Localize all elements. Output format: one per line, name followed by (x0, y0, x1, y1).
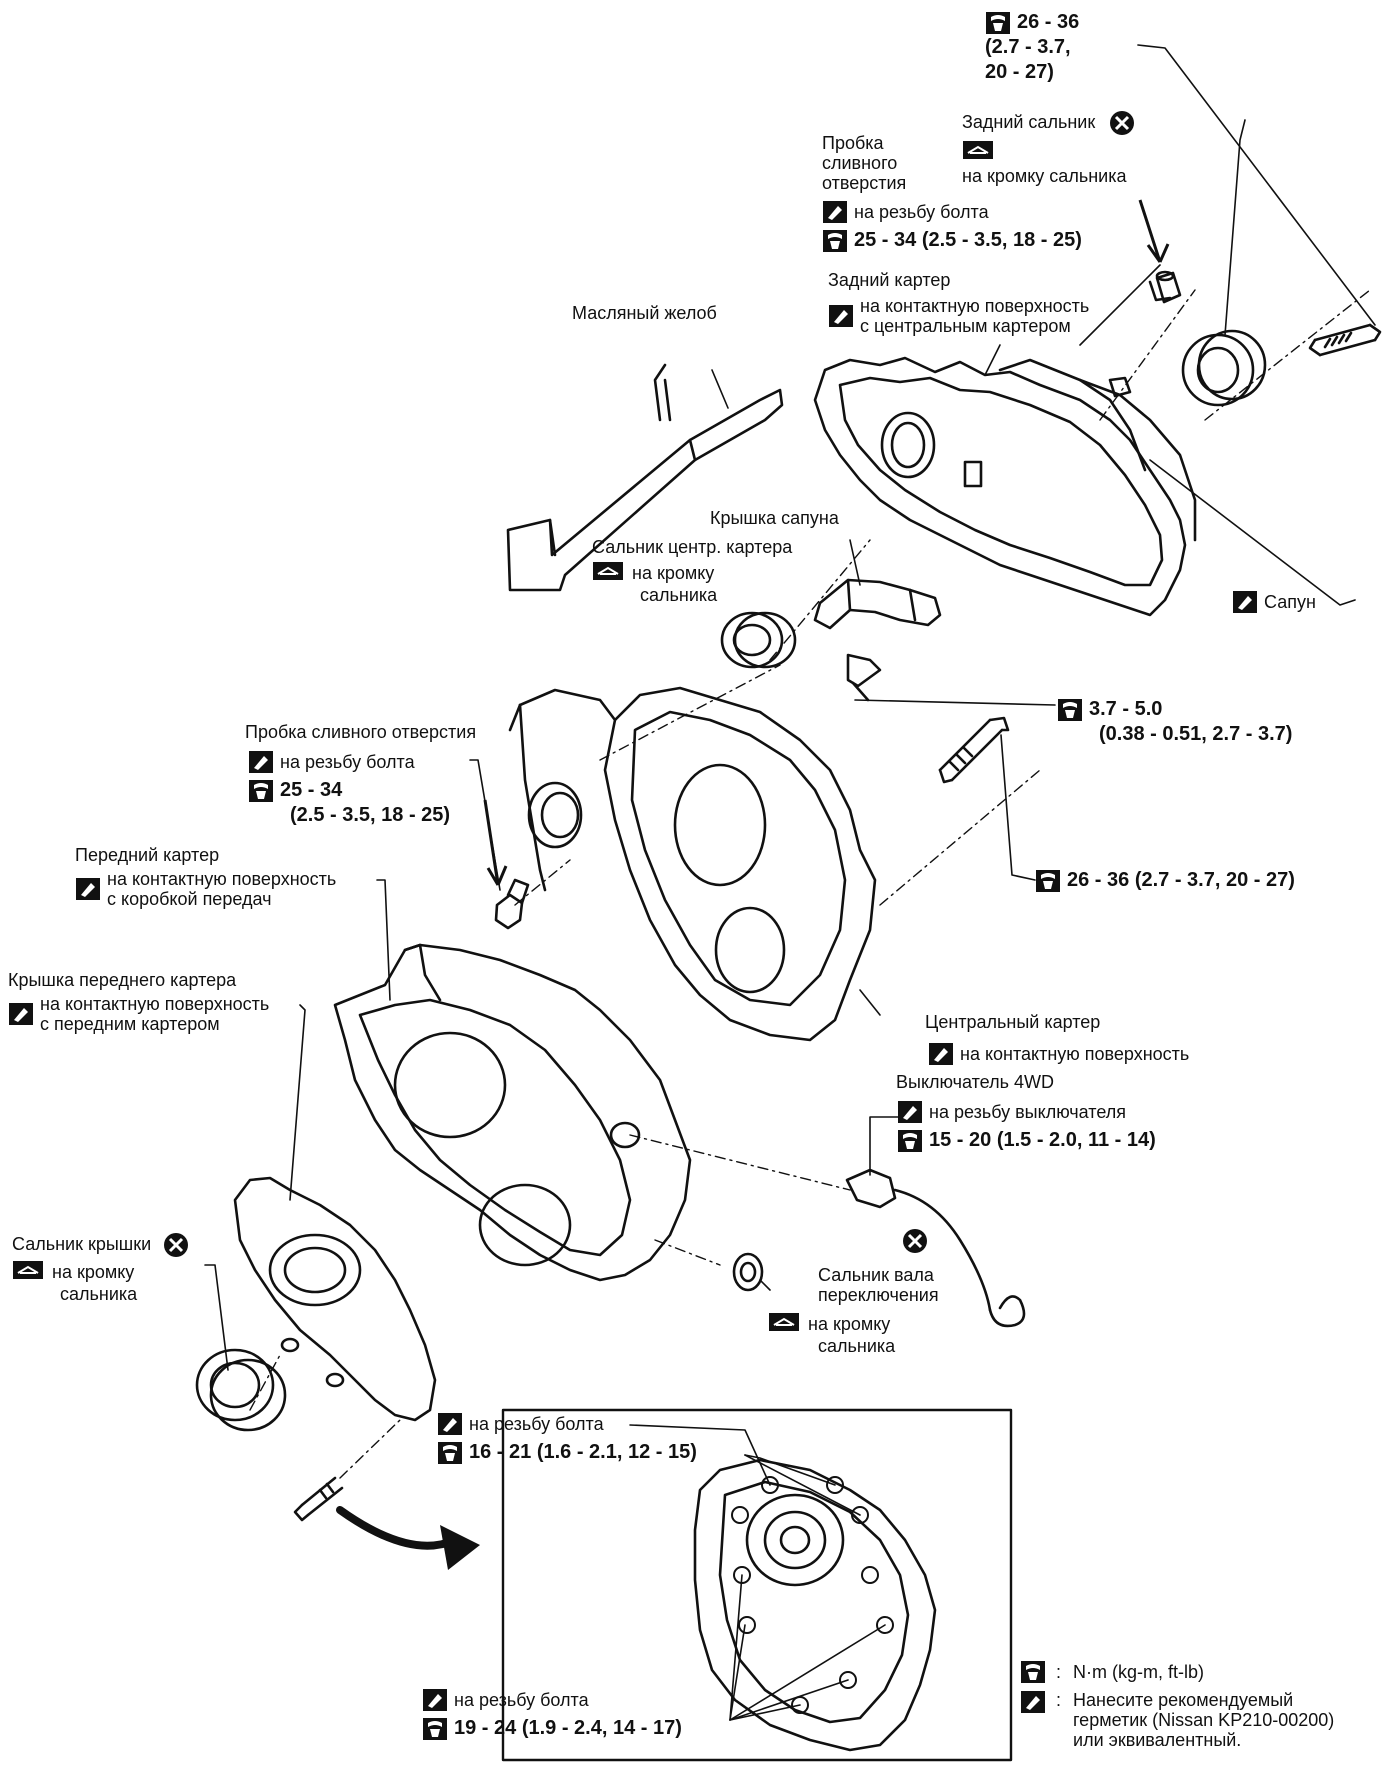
rear-seal-drawing (1181, 329, 1267, 407)
seal-lip-grease-icon (12, 1260, 46, 1284)
rear-long-bolt-drawing (1308, 323, 1382, 357)
center-seal-drawing (720, 611, 797, 669)
front-drain-plug-label: Пробка сливного отверстия (245, 722, 477, 742)
torque-wrench-icon (248, 779, 274, 803)
seal-lip-grease-icon (592, 561, 626, 585)
inset-bottom-torque: 19 - 24 (1.9 - 2.4, 14 - 17) (422, 1716, 682, 1741)
center-case-label: Центральный картер (925, 1012, 1101, 1032)
shift-seal-discard-mark (902, 1228, 934, 1253)
legend: : N·m (kg-m, ft-lb) : Нанесите рекоменду… (1020, 1660, 1334, 1750)
torque-value: 20 - 27) (985, 61, 1054, 83)
breather-plug-drawing (1148, 270, 1182, 304)
front-case-drawing (333, 943, 692, 1282)
inset-bottom-note: на резьбу болта (422, 1688, 589, 1712)
sealant-tube-icon (1020, 1690, 1046, 1714)
inset-arrow (336, 1506, 459, 1550)
rear-drain-plug-torque: 25 - 34 (2.5 - 3.5, 18 - 25) (822, 228, 1082, 253)
legend-sealant: : Нанесите рекомендуемый герметик (Nissa… (1020, 1690, 1334, 1750)
front-drain-plug-drawing (494, 878, 530, 930)
front-drain-plug-torque: 25 - 34 (2.5 - 3.5, 18 - 25) (248, 778, 450, 828)
torque-wrench-icon (1035, 869, 1061, 893)
breather-cover-drawing (813, 578, 942, 702)
rear-seal-label: Задний сальник на кромку сальника (962, 110, 1141, 186)
inset-frame (501, 1408, 1013, 1762)
switch-4wd-note: на резьбу выключателя (897, 1100, 1126, 1124)
sealant-tube-icon (822, 200, 848, 224)
seal-lip-grease-icon (962, 140, 993, 164)
torque-value: (2.7 - 3.7, (985, 36, 1071, 58)
sealant-tube-icon (8, 1002, 34, 1026)
torque-wrench-icon (985, 11, 1011, 35)
rear-drain-plug-label: Пробка сливного отверстия (822, 133, 907, 193)
torque-value: 26 - 36 (1017, 11, 1080, 33)
sealant-tube-icon (1232, 590, 1258, 614)
breather-pointer-arrow (1138, 199, 1170, 263)
drain-pointer-arrow (483, 799, 508, 886)
torque-wrench-icon (437, 1441, 463, 1465)
front-case-label: Передний картер на контактную поверхност… (75, 845, 337, 909)
rear-case-label: Задний картер на контактную поверхность … (828, 270, 1090, 336)
assembly-axes (249, 289, 1371, 1479)
oil-gutter-drawing (506, 363, 784, 592)
cover-seal-label: Сальник крышки на кромку сальника (12, 1232, 195, 1304)
do-not-reuse-icon (902, 1228, 928, 1253)
breather-label: Сапун (1232, 590, 1316, 614)
rear-bolt-torque: 26 - 36 (2.7 - 3.7, 20 - 27) (985, 10, 1079, 85)
sealant-tube-icon (75, 877, 101, 901)
do-not-reuse-icon (1109, 110, 1135, 135)
oil-gutter-label: Масляный желоб (572, 303, 717, 323)
sealant-tube-icon (828, 304, 854, 328)
switch-4wd-torque: 15 - 20 (1.5 - 2.0, 11 - 14) (897, 1128, 1156, 1153)
torque-wrench-icon (822, 229, 848, 253)
sealant-tube-icon (248, 750, 274, 774)
front-cover-label: Крышка переднего картера на контактную п… (8, 970, 270, 1034)
torque-wrench-icon (1057, 698, 1083, 722)
center-bolt-torque: 26 - 36 (2.7 - 3.7, 20 - 27) (1035, 868, 1295, 893)
legend-torque: : N·m (kg-m, ft-lb) (1020, 1660, 1334, 1684)
torque-wrench-icon (422, 1717, 448, 1741)
switch-4wd-label: Выключатель 4WD (896, 1072, 1054, 1092)
inset-arrowhead (440, 1525, 480, 1570)
do-not-reuse-icon (163, 1232, 189, 1257)
front-cover-bolt-drawing (293, 1476, 344, 1522)
shift-shaft-seal-label: Сальник вала переключения (818, 1265, 939, 1305)
breather-cover-label: Крышка сапуна (710, 508, 839, 528)
center-seal-label: Сальник центр. картера на кромку сальник… (592, 537, 793, 605)
front-drain-plug-note: на резьбу болта (248, 750, 415, 774)
rear-case-drawing (813, 356, 1197, 617)
cover-seal-drawing (195, 1348, 287, 1432)
center-case-drawing (508, 686, 877, 1042)
shift-shaft-seal-note: на кромку сальника (768, 1312, 895, 1356)
center-bolt-drawing (938, 716, 1010, 784)
breather-bolt-torque: 3.7 - 5.0 (0.38 - 0.51, 2.7 - 3.7) (1057, 697, 1292, 747)
seal-lip-grease-icon (768, 1312, 802, 1336)
sealant-tube-icon (928, 1042, 954, 1066)
torque-wrench-icon (897, 1129, 923, 1153)
leader-lines (204, 44, 1376, 1721)
front-cover-drawing (233, 1176, 437, 1422)
inset-top-note: на резьбу болта (437, 1412, 604, 1436)
sealant-tube-icon (897, 1100, 923, 1124)
center-case-note: на контактную поверхность (928, 1042, 1189, 1066)
shift-shaft-seal-drawing (732, 1252, 764, 1292)
rear-drain-plug-note: на резьбу болта (822, 200, 989, 224)
torque-wrench-icon (1020, 1660, 1046, 1684)
sealant-tube-icon (422, 1688, 448, 1712)
inset-top-torque: 16 - 21 (1.6 - 2.1, 12 - 15) (437, 1440, 697, 1465)
sealant-tube-icon (437, 1412, 463, 1436)
